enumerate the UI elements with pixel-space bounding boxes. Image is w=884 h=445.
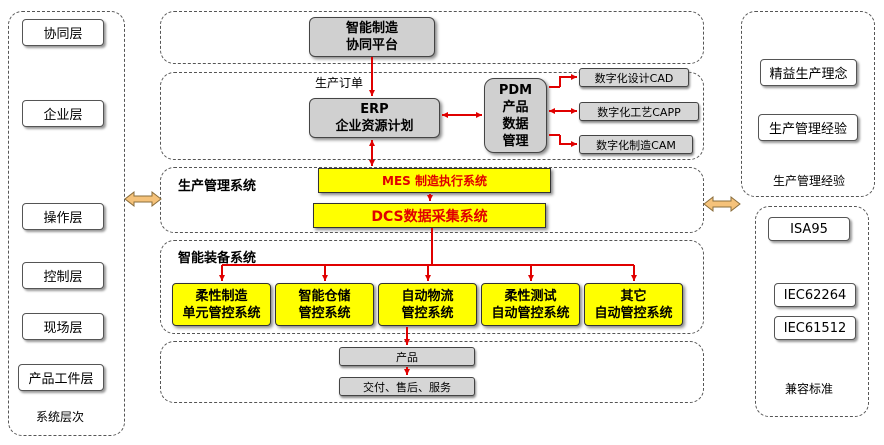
arrow-pdm-cam [559,135,577,147]
layer-control: 控制层 [22,262,104,289]
layer-operation: 操作层 [22,203,104,230]
management-panel-caption: 生产管理经验 [773,174,846,188]
lean-production-box: 精益生产理念 [760,59,857,86]
collaboration-platform-box: 智能制造 协同平台 [309,17,435,57]
standards-panel [755,206,869,417]
digital-cad-box: 数字化设计CAD [579,68,689,87]
left-double-arrow [124,190,162,208]
management-experience-panel [741,11,875,197]
pdm-box: PDM 产品 数据 管理 [484,78,547,153]
layer-collaboration: 协同层 [22,19,104,46]
right-double-arrow [703,195,741,213]
layer-enterprise: 企业层 [22,100,104,127]
smart-warehouse-system: 智能仓储 管控系统 [275,283,374,326]
production-experience-box: 生产管理经验 [758,114,858,141]
production-order-label: 生产订单 [315,76,364,90]
auto-logistics-system: 自动物流 管控系统 [378,283,477,326]
dcs-box: DCS数据采集系统 [313,203,546,228]
standards-caption: 兼容标准 [785,382,834,396]
digital-capp-box: 数字化工艺CAPP [579,102,699,121]
flexible-manufacturing-system: 柔性制造 单元管控系统 [172,283,271,326]
layer-field: 现场层 [22,313,104,340]
system-layer-panel [8,11,125,436]
arrow-pdm-cad [559,74,577,87]
service-box: 交付、售后、服务 [339,377,475,396]
other-control-system: 其它 自动管控系统 [584,283,683,326]
system-layer-caption: 系统层次 [36,410,85,424]
standard-isa95: ISA95 [768,217,850,241]
mes-box: MES 制造执行系统 [318,168,551,193]
equipment-title: 智能装备系统 [178,251,257,266]
erp-box: ERP 企业资源计划 [309,98,440,138]
layer-product-workpiece: 产品工件层 [18,364,104,391]
standard-iec62264: IEC62264 [774,283,856,307]
enterprise-section [160,72,704,160]
production-mgmt-title: 生产管理系统 [178,179,257,194]
product-section [160,341,704,403]
flexible-testing-system: 柔性测试 自动管控系统 [481,283,580,326]
digital-cam-box: 数字化制造CAM [579,135,693,154]
collaboration-section [160,11,704,64]
standard-iec61512: IEC61512 [774,316,856,340]
product-box: 产品 [339,347,475,366]
